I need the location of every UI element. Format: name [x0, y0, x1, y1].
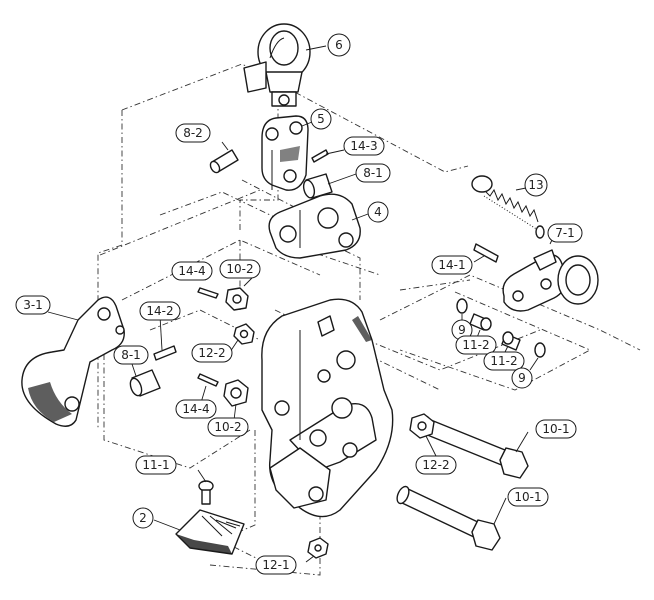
part-11-2-screw-upper [469, 313, 492, 331]
label-14-4-lower: 14-4 [175, 399, 217, 419]
part-6-eye-bolt [243, 23, 311, 107]
label-10-1-lower: 10-1 [507, 487, 549, 507]
part-14-2-spring-pin [153, 345, 177, 361]
part-5-link-plate [261, 115, 309, 191]
main-clamp-body [261, 298, 394, 518]
svg-text:7-1: 7-1 [555, 226, 575, 240]
part-7-1-release-lever [502, 249, 599, 312]
part-4-shackle-bracket [268, 193, 361, 259]
svg-text:11-1: 11-1 [142, 458, 169, 472]
svg-text:3-1: 3-1 [23, 298, 43, 312]
part-14-3-spring-pin [311, 149, 329, 163]
part-8-1-lower-pin [129, 369, 161, 397]
part-2-gripper-pad [175, 509, 245, 555]
part-13-spring [471, 175, 545, 239]
part-8-2-pin [209, 149, 239, 174]
label-7-1: 7-1 [547, 223, 583, 243]
label-11-1: 11-1 [135, 455, 177, 475]
label-13: 13 [524, 173, 548, 197]
label-2: 2 [132, 507, 154, 529]
label-12-2-left: 12-2 [191, 343, 233, 363]
part-10-1-bolt-lower [396, 485, 501, 551]
svg-text:11-2: 11-2 [462, 338, 489, 352]
label-12-2-right: 12-2 [415, 455, 457, 475]
part-14-4-spring-pin-upper [197, 287, 219, 299]
svg-text:12-2: 12-2 [198, 346, 225, 360]
svg-text:13: 13 [528, 178, 543, 192]
svg-text:4: 4 [374, 205, 382, 219]
part-10-2-nut-lower [223, 379, 249, 407]
svg-text:12-2: 12-2 [422, 458, 449, 472]
svg-text:10-1: 10-1 [514, 490, 541, 504]
label-14-2: 14-2 [139, 301, 181, 321]
label-11-2-upper: 11-2 [455, 335, 497, 355]
part-14-4-spring-pin-lower [197, 373, 219, 387]
part-12-2-nut-left [233, 323, 255, 345]
label-8-1-upper: 8-1 [355, 163, 391, 183]
label-10-2-upper: 10-2 [219, 259, 261, 279]
label-10-2-lower: 10-2 [207, 417, 249, 437]
svg-text:10-2: 10-2 [226, 262, 253, 276]
part-10-2-nut-upper [225, 287, 249, 311]
svg-text:9: 9 [458, 323, 466, 337]
label-9-lower: 9 [511, 367, 533, 389]
label-8-1-lower: 8-1 [113, 345, 149, 365]
label-12-1: 12-1 [255, 555, 297, 575]
part-14-1-spring-pin [473, 243, 499, 263]
part-11-2-screw-lower [501, 331, 521, 351]
label-6: 6 [327, 33, 351, 57]
svg-text:9: 9 [518, 371, 526, 385]
svg-text:6: 6 [335, 38, 343, 52]
part-12-2-nut-right [409, 413, 435, 439]
svg-text:14-2: 14-2 [146, 304, 173, 318]
part-9-washer-upper [456, 298, 468, 314]
part-3-1-cam-lever [21, 296, 125, 427]
part-8-1-upper-pin [302, 173, 333, 199]
label-11-2-lower: 11-2 [483, 351, 525, 371]
leader-lines [47, 45, 557, 563]
label-8-2: 8-2 [175, 123, 211, 143]
svg-text:2: 2 [139, 511, 147, 525]
svg-text:8-1: 8-1 [121, 348, 141, 362]
part-9-washer-lower [534, 342, 546, 358]
label-14-1: 14-1 [431, 255, 473, 275]
svg-text:14-1: 14-1 [438, 258, 465, 272]
svg-text:12-1: 12-1 [262, 558, 289, 572]
svg-text:14-4: 14-4 [182, 402, 209, 416]
svg-text:10-2: 10-2 [214, 420, 241, 434]
label-3-1: 3-1 [15, 295, 51, 315]
svg-text:10-1: 10-1 [542, 422, 569, 436]
label-14-4-upper: 14-4 [171, 261, 213, 281]
part-11-1-screw [198, 480, 214, 505]
svg-text:14-3: 14-3 [350, 139, 377, 153]
label-5: 5 [310, 108, 332, 130]
label-4: 4 [367, 201, 389, 223]
svg-text:11-2: 11-2 [490, 354, 517, 368]
svg-text:8-1: 8-1 [363, 166, 383, 180]
svg-text:8-2: 8-2 [183, 126, 203, 140]
part-labels: 6 5 8-2 14-3 8-1 13 4 7-1 14-1 14-4 10-2… [15, 33, 583, 575]
part-12-1-nut [307, 537, 329, 559]
label-10-1-upper: 10-1 [535, 419, 577, 439]
svg-text:5: 5 [317, 112, 325, 126]
svg-text:14-4: 14-4 [178, 264, 205, 278]
label-14-3: 14-3 [343, 136, 385, 156]
